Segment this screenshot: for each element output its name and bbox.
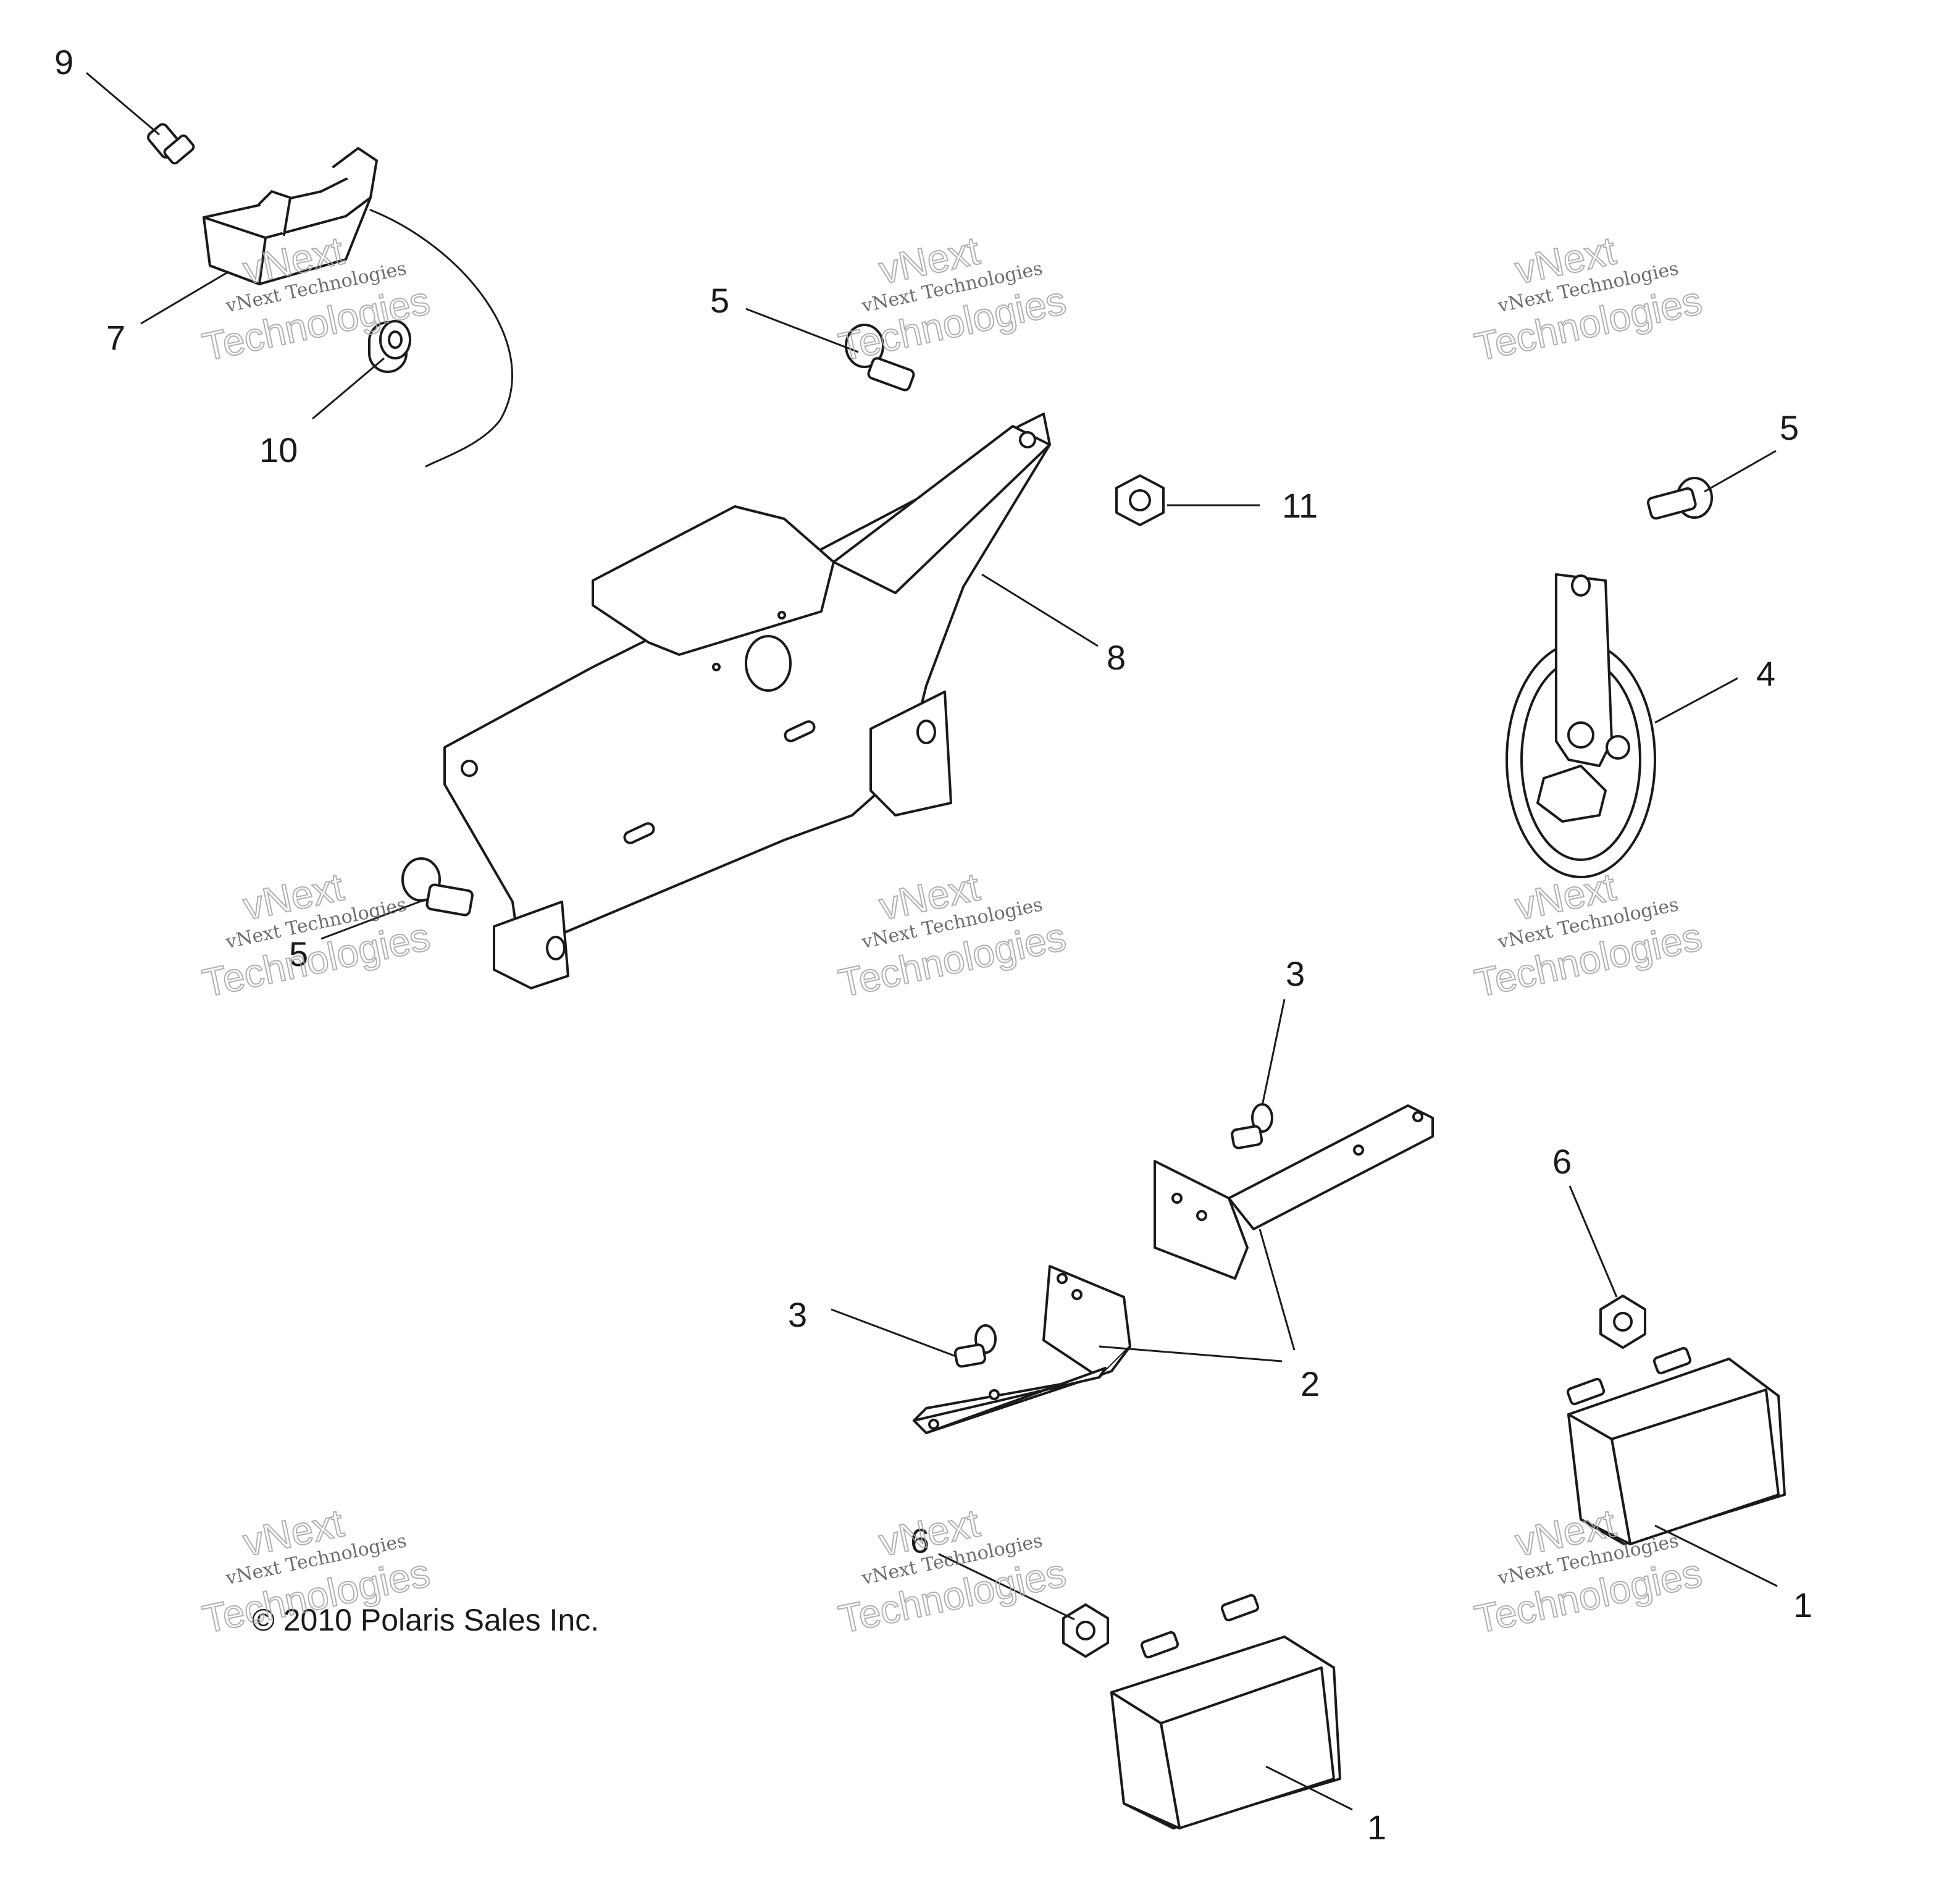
callout-1-right: 1: [1793, 1585, 1812, 1624]
part-6-nut-lower: [1062, 1603, 1109, 1658]
callout-labels: 9 7 10 5 11 8 5 4 5 3 3 2 6 6 1 1: [54, 43, 1812, 1847]
part-11-nut: [1115, 474, 1165, 526]
callout-1-lower: 1: [1367, 1808, 1386, 1847]
callout-5-right: 5: [1780, 408, 1799, 447]
callout-8: 8: [1107, 638, 1126, 677]
copyright-text: © 2010 Polaris Sales Inc.: [252, 1603, 599, 1637]
part-2-bracket-lower: [913, 1265, 1131, 1434]
watermark-top-center: vNext vNext Technologies Technologies: [834, 227, 1070, 370]
part-5-bolt-top: [845, 324, 915, 392]
callout-3-lower: 3: [788, 1295, 807, 1334]
callout-7: 7: [106, 318, 125, 357]
watermark-mid-left: vNext vNext Technologies Technologies: [198, 863, 434, 1006]
callout-4: 4: [1756, 654, 1775, 693]
callout-2: 2: [1300, 1364, 1320, 1403]
callout-11: 11: [1282, 486, 1318, 525]
callout-6-upper: 6: [1552, 1142, 1572, 1181]
part-1-light-lower: [1110, 1594, 1341, 1829]
part-3-screw-upper: [1231, 1103, 1273, 1149]
callout-5-left: 5: [289, 934, 308, 973]
callout-9: 9: [54, 43, 73, 82]
callout-5-top: 5: [710, 281, 729, 320]
part-1-light-right: [1566, 1346, 1786, 1545]
part-6-nut-upper: [1599, 1295, 1646, 1349]
part-5-bolt-left: [401, 857, 474, 917]
part-2-bracket-upper: [1154, 1104, 1434, 1280]
watermark-bottom-center: vNext vNext Technologies Technologies: [834, 1500, 1070, 1642]
part-4-horn: [1506, 573, 1656, 878]
watermark-mid-right: vNext vNext Technologies Technologies: [1470, 863, 1706, 1006]
part-8-bracket: [443, 413, 1051, 989]
callout-10: 10: [259, 430, 298, 469]
part-10-spacer: [368, 320, 411, 373]
leader-lines: [86, 72, 1778, 1811]
watermark-mid-center: vNext vNext Technologies Technologies: [834, 863, 1070, 1006]
part-5-bolt-right: [1646, 477, 1713, 520]
part-3-screw-lower: [953, 1324, 997, 1368]
callout-6-lower: 6: [910, 1521, 929, 1560]
watermark-top-right: vNext vNext Technologies Technologies: [1470, 227, 1706, 370]
part-7-switch: [203, 147, 513, 468]
callout-3-upper: 3: [1286, 954, 1305, 993]
